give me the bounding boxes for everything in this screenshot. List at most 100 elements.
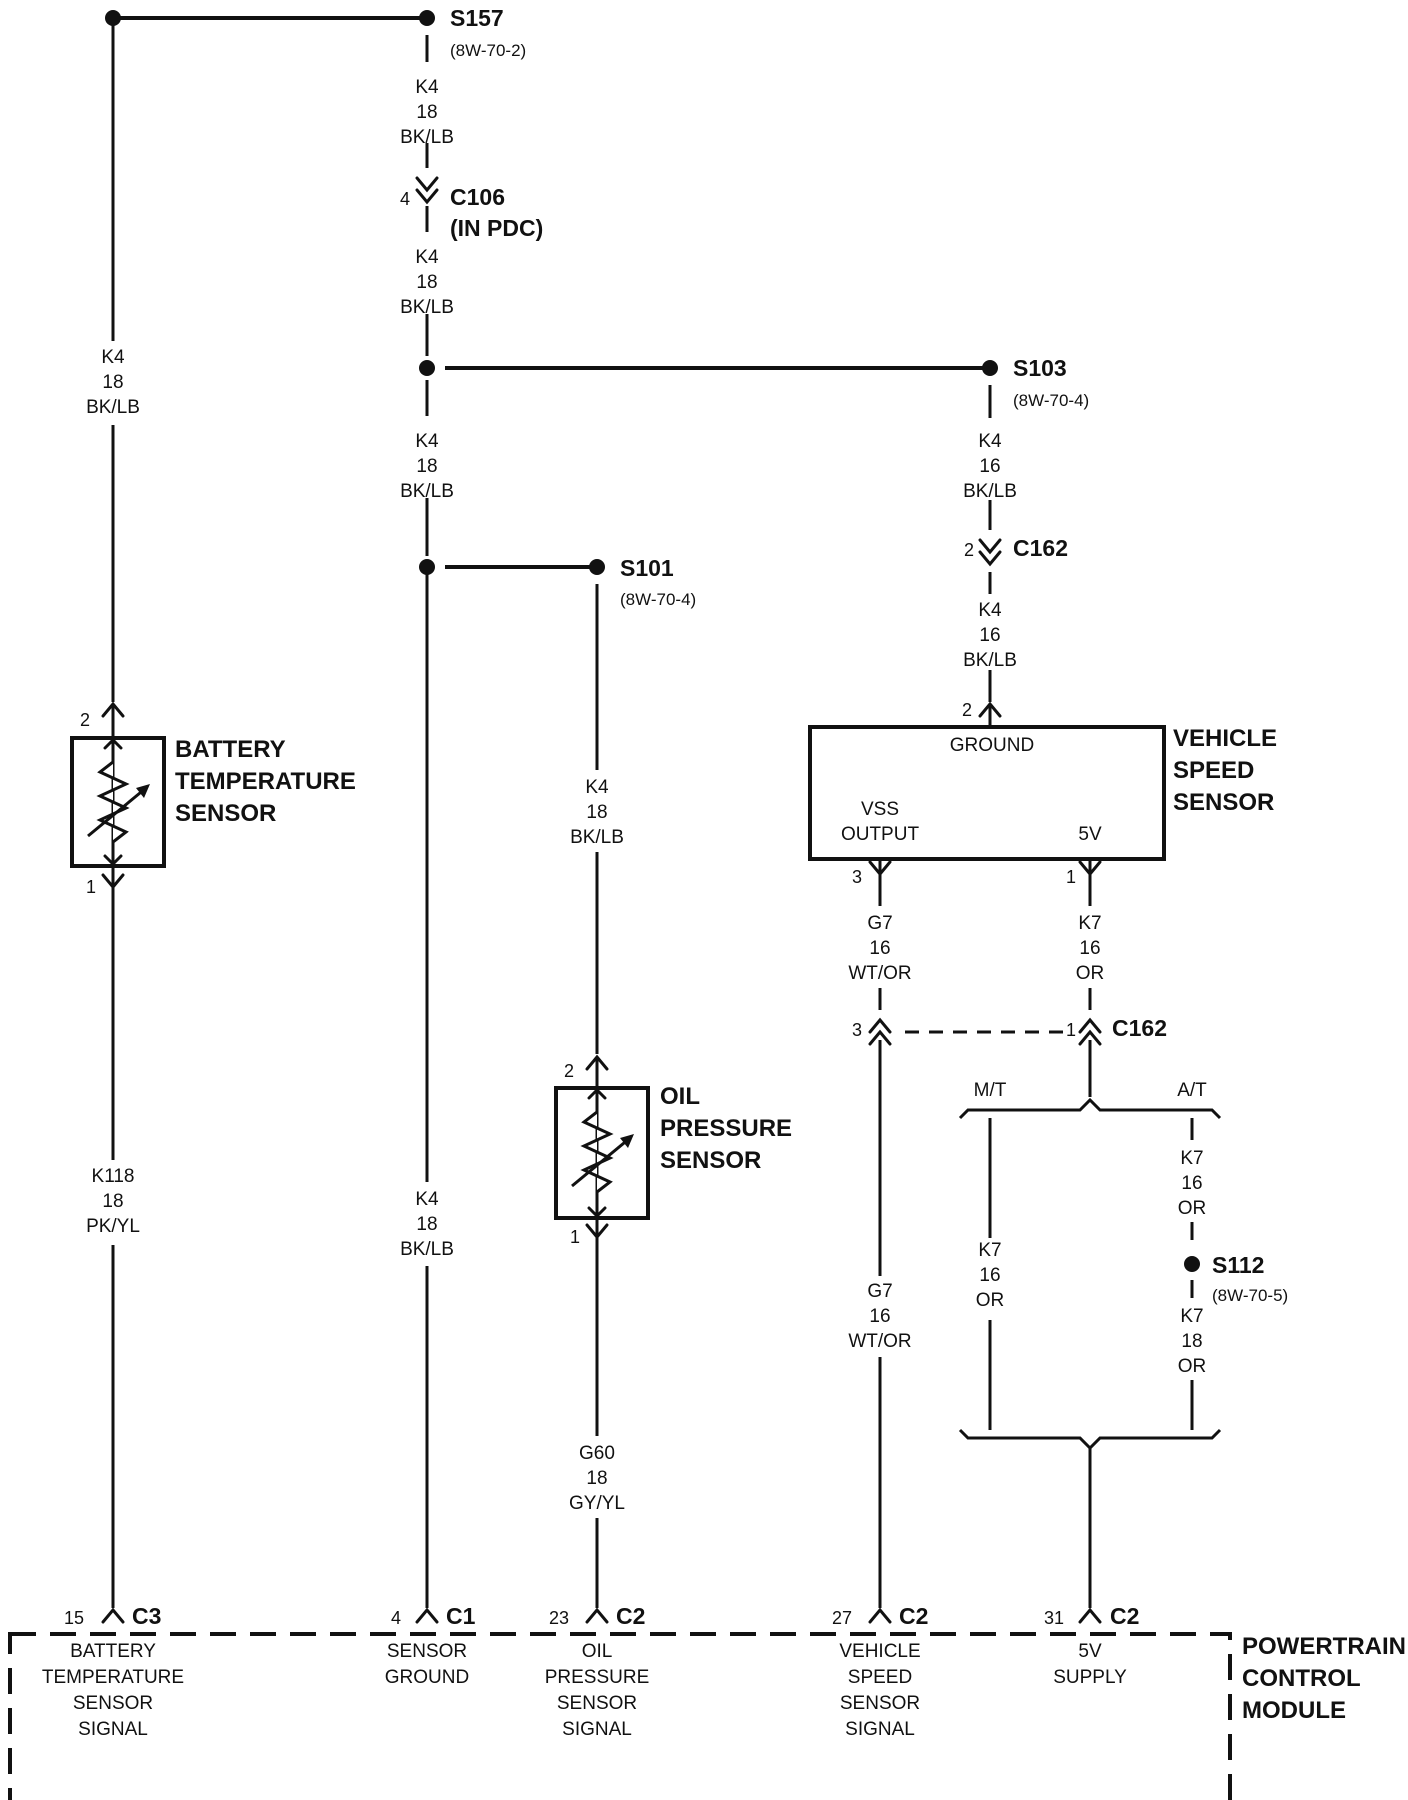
pcm-c1-pin4-icon: [415, 1607, 439, 1624]
c162-pin3-icon: [868, 1017, 892, 1046]
splice-s103-dot: [982, 360, 998, 376]
s103-ref: (8W-70-4): [1013, 391, 1089, 410]
wire-label-p: K7 16 OR: [1178, 1148, 1207, 1219]
wire-color: WT/OR: [848, 963, 911, 984]
vss-pin-left: 3: [852, 867, 862, 887]
s103-label: S103: [1013, 355, 1067, 381]
ops-pin-bottom: 1: [570, 1227, 580, 1247]
wire-label-b: K4 18 BK/LB: [400, 247, 454, 318]
vss-5v-label: 5V: [1078, 824, 1102, 845]
s112-label: S112: [1212, 1252, 1264, 1278]
wire-color: BK/LB: [963, 481, 1017, 502]
splice-dot: [419, 360, 435, 376]
wire-label-a: K4 18 BK/LB: [400, 77, 454, 148]
pcm-pin-desc: VEHICLE: [839, 1641, 920, 1662]
wire-label-h: K4 18 BK/LB: [570, 777, 624, 848]
variable-arrow-icon: [571, 1136, 631, 1188]
pcm-label-2: CONTROL: [1242, 1665, 1361, 1692]
arrowhead-icon: [136, 784, 150, 798]
wire-color: BK/LB: [86, 397, 140, 418]
pcm-pin-desc: SIGNAL: [562, 1719, 632, 1740]
powertrain-control-module: POWERTRAIN CONTROL MODULE 15 C3 BATTERY …: [8, 1603, 1406, 1800]
wire-color: BK/LB: [570, 827, 624, 848]
wire-circuit: K7: [1180, 1148, 1203, 1169]
wire-circuit: K4: [415, 1189, 439, 1210]
wire-gauge: 18: [416, 272, 437, 293]
vss-pin-top: 2: [962, 700, 972, 720]
mt-option-label: M/T: [974, 1080, 1007, 1101]
wire-circuit: G7: [867, 1281, 892, 1302]
s101-ref: (8W-70-4): [620, 590, 696, 609]
c162-top-pin: 2: [964, 540, 974, 560]
pcm-pin-desc: PRESSURE: [545, 1667, 650, 1688]
oil-pressure-sensor: 2 1 OIL PRESSURE SENSOR: [554, 1061, 792, 1247]
pcm-connector-id: C2: [1110, 1603, 1139, 1629]
pcm-c2-pin27-icon: [868, 1607, 892, 1624]
wire-label-g: K4 16 BK/LB: [963, 600, 1017, 671]
wire-gauge: 16: [979, 456, 1000, 477]
pcm-connector-id: C3: [132, 1603, 161, 1629]
c162-mid-pin-left: 3: [852, 1020, 862, 1040]
bts-box: [70, 736, 166, 868]
pcm-pin-number: 31: [1044, 1608, 1064, 1628]
wire-circuit: K4: [415, 431, 439, 452]
vss-label-1: VEHICLE: [1173, 725, 1277, 752]
ops-label-3: SENSOR: [660, 1147, 761, 1174]
c106-label: C106: [450, 184, 505, 210]
c162-connector-icon: [978, 538, 1002, 567]
pcm-connector-id: C2: [616, 1603, 645, 1629]
pcm-pin-desc: 5V: [1078, 1641, 1102, 1662]
wire-gauge: 16: [1079, 938, 1100, 959]
c106-sub: (IN PDC): [450, 215, 543, 241]
pcm-pin-vehicle-speed: 27 C2 VEHICLE SPEED SENSOR SIGNAL: [832, 1603, 928, 1740]
pcm-box: [8, 1632, 1232, 1800]
wire-gauge: 18: [102, 1191, 123, 1212]
pcm-pin-desc: GROUND: [385, 1667, 469, 1688]
wire-circuit: K7: [1078, 913, 1101, 934]
pcm-pin-oil-pressure: 23 C2 OIL PRESSURE SENSOR SIGNAL: [545, 1603, 650, 1740]
s157-label: S157: [450, 5, 504, 31]
splice-dot: [105, 10, 121, 26]
s112-ref: (8W-70-5): [1212, 1286, 1288, 1305]
wire-labels: K4 18 BK/LB K4 18 BK/LB K4 18 BK/LB K4 1…: [86, 77, 1206, 1514]
wire-gauge: 18: [1181, 1331, 1202, 1352]
pcm-pin-5v-supply: 31 C2 5V SUPPLY: [1044, 1603, 1139, 1688]
pcm-pin-number: 23: [549, 1608, 569, 1628]
wire-label-c: K4 18 BK/LB: [86, 347, 140, 418]
bts-label-3: SENSOR: [175, 800, 276, 827]
option-brace-upper: [958, 1097, 1222, 1120]
c162-mid-label: C162: [1112, 1015, 1167, 1041]
pcm-c2-pin23-icon: [585, 1607, 609, 1624]
wire-circuit: K4: [978, 600, 1002, 621]
vehicle-speed-sensor: GROUND VSS OUTPUT 5V 2 3 1 VEHICLE SPEED…: [808, 700, 1277, 887]
wire-gauge: 16: [979, 625, 1000, 646]
pcm-c2-pin31-icon: [1078, 1607, 1102, 1624]
vss-output-label-2: OUTPUT: [841, 824, 920, 845]
wire-color: BK/LB: [400, 297, 454, 318]
ops-arrow-icon: [587, 1087, 607, 1219]
wire-label-n: G7 16 WT/OR: [848, 1281, 911, 1352]
bts-label-1: BATTERY: [175, 736, 286, 763]
wire-circuit: K4: [585, 777, 609, 798]
wire-gauge: 18: [416, 456, 437, 477]
wire-gauge: 18: [586, 802, 607, 823]
pcm-pin-battery-temp: 15 C3 BATTERY TEMPERATURE SENSOR SIGNAL: [42, 1603, 184, 1740]
pcm-pin-desc: BATTERY: [70, 1641, 156, 1662]
pcm-pin-desc: SIGNAL: [845, 1719, 915, 1740]
wire-color: GY/YL: [569, 1493, 625, 1514]
wire-gauge: 18: [416, 102, 437, 123]
pcm-pin-sensor-ground: 4 C1 SENSOR GROUND: [385, 1603, 476, 1688]
ops-label-2: PRESSURE: [660, 1115, 792, 1142]
ops-pin-top: 2: [564, 1061, 574, 1081]
bts-pin-bottom: 1: [86, 877, 96, 897]
wire-circuit: K7: [1180, 1306, 1203, 1327]
wire-gauge: 16: [869, 938, 890, 959]
splice-s112-dot: [1184, 1256, 1200, 1272]
wire-circuit: K118: [92, 1166, 135, 1187]
c162-mid-pin-right: 1: [1066, 1020, 1076, 1040]
wire-label-d: K4 18 BK/LB: [400, 431, 454, 502]
wire-gauge: 16: [869, 1306, 890, 1327]
splice-s157-dot: [419, 10, 435, 26]
pcm-pin-desc: OIL: [582, 1641, 613, 1662]
